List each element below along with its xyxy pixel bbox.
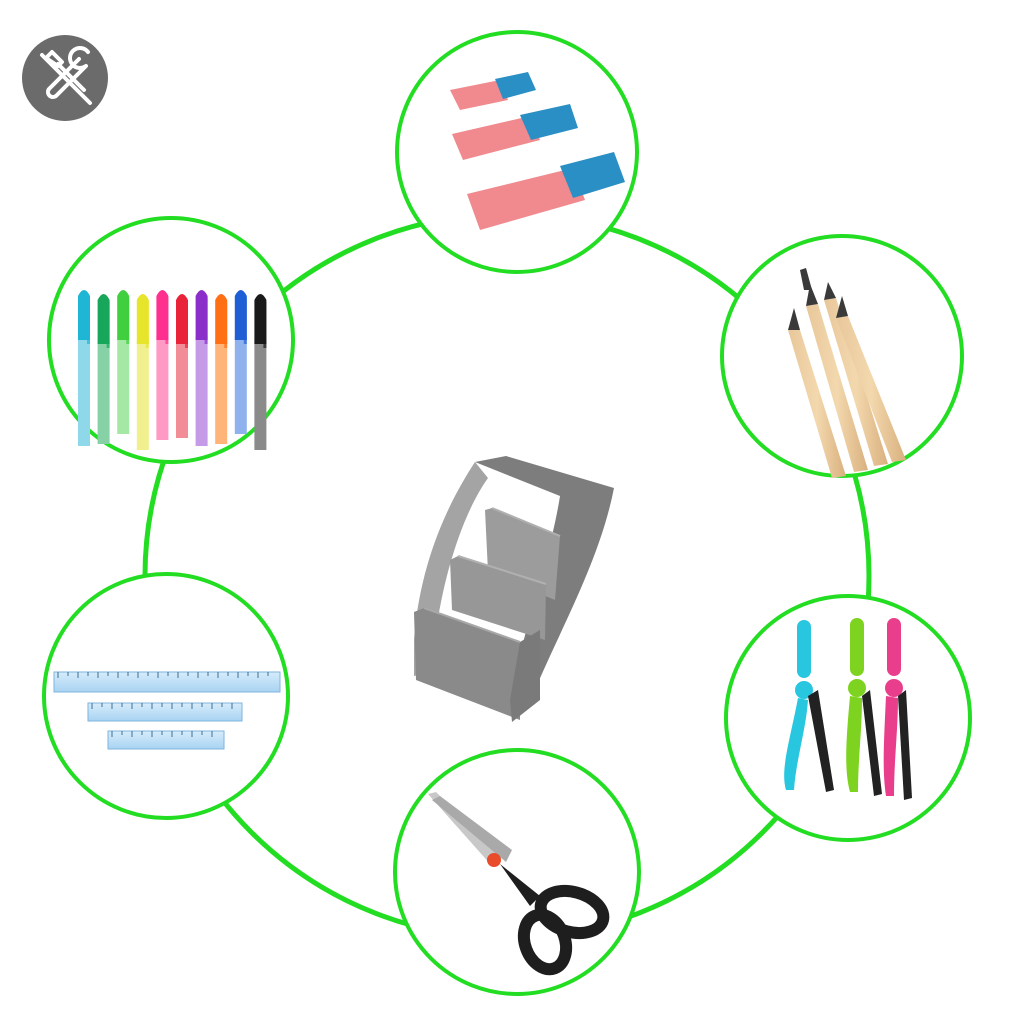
item-erasers [395,30,639,274]
item-rulers [42,572,290,820]
scissors-icon [428,792,610,976]
item-pens [47,216,295,464]
no-tools-icon [22,35,108,121]
desk-organizer-icon [414,456,614,722]
compasses-icon [784,618,912,800]
item-pencils [720,234,964,478]
pens-icon [78,290,267,450]
pencils-icon [788,268,906,478]
rulers-icon [53,671,281,750]
item-scissors [393,748,641,996]
erasers-icon [450,72,625,230]
item-compasses [724,594,972,842]
